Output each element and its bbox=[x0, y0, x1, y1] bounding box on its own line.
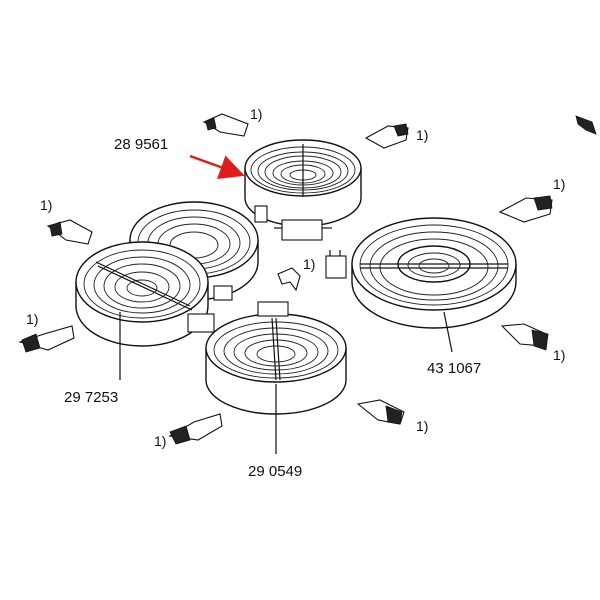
footnote-clip-left-upper: 1) bbox=[40, 197, 52, 213]
footnote-clip-top-right: 1) bbox=[416, 127, 428, 143]
heating-element-left-double bbox=[75, 201, 259, 347]
clip-right-lower bbox=[500, 323, 549, 351]
clip-left-upper bbox=[46, 219, 93, 245]
center-bracket bbox=[277, 267, 301, 292]
red-pointer-arrow bbox=[189, 154, 245, 179]
clip-bottom-right bbox=[356, 399, 405, 425]
clip-right-upper bbox=[498, 195, 553, 223]
footnote-clip-left-lower: 1) bbox=[26, 311, 38, 327]
part-label-29-7253: 29 7253 bbox=[64, 389, 118, 406]
clip-top-left bbox=[202, 113, 249, 137]
part-label-29-0549: 29 0549 bbox=[248, 463, 302, 480]
footnote-clip-bottom-right: 1) bbox=[416, 418, 428, 434]
footnote-clip-right-lower: 1) bbox=[553, 347, 565, 363]
heating-element-top bbox=[244, 139, 362, 241]
footnote-clip-top-left: 1) bbox=[250, 106, 262, 122]
clip-top-right-edge bbox=[575, 115, 597, 135]
part-label-28-9561: 28 9561 bbox=[114, 136, 168, 153]
footnote-center-bracket: 1) bbox=[303, 256, 315, 272]
footnote-clip-bottom-left: 1) bbox=[154, 433, 166, 449]
leader-line-right-large bbox=[443, 311, 453, 353]
footnote-clip-right-upper: 1) bbox=[553, 176, 565, 192]
clip-top-right bbox=[364, 123, 409, 149]
part-label-43-1067: 43 1067 bbox=[427, 360, 481, 377]
clip-left-lower bbox=[18, 325, 75, 353]
heating-element-bottom bbox=[205, 301, 347, 415]
clip-bottom-left bbox=[168, 413, 223, 445]
heating-element-right-large bbox=[325, 217, 517, 329]
